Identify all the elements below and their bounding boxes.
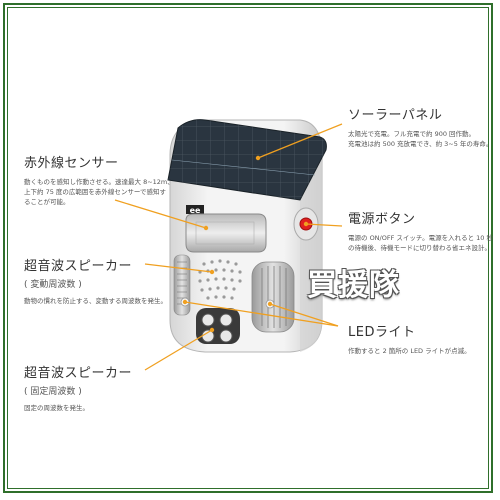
callout-desc: 電源の ON/OFF スイッチ。電源を入れると 10 秒 の待機後、待機モードに… — [348, 234, 493, 252]
infrared-sensor-window — [185, 213, 267, 253]
callout-ultrasonic-fixed: 超音波スピーカー ( 固定周波数 ) 固定の周波数を発生。 — [24, 362, 132, 413]
callout-infrared-sensor: 赤外線センサー 動くものを感知し作動させる。速達最大 8~12m、 上下約 75… — [24, 152, 174, 207]
callout-title: 赤外線センサー — [24, 156, 119, 171]
speaker-holes — [198, 259, 242, 300]
callout-desc: 作動すると 2 箇所の LED ライトが点滅。 — [348, 347, 471, 355]
outer-frame — [3, 3, 493, 493]
callout-desc: 固定の周波数を発生。 — [24, 404, 89, 412]
callout-desc: 動くものを感知し作動させる。速達最大 8~12m、 上下約 75 度の広範囲を赤… — [24, 178, 174, 206]
brand-logo — [186, 205, 204, 214]
device-side — [300, 150, 322, 352]
callout-desc: 動物の慣れを防止する、変動する周波数を発生。 — [24, 297, 167, 305]
watermark: 買援隊 — [307, 268, 400, 303]
callout-title: ソーラーパネル — [348, 108, 443, 123]
right-speaker-grille — [251, 261, 295, 333]
callout-lines — [114, 123, 343, 371]
callout-led-light: LEDライト 作動すると 2 箇所の LED ライトが点滅。 — [348, 321, 471, 356]
callout-title: 超音波スピーカー — [24, 259, 133, 274]
callout-solar-panel: ソーラーパネル 太陽光で充電。フル充電で約 900 回作動。 充電池は約 500… — [348, 104, 492, 149]
left-speaker-grille — [173, 254, 191, 316]
callout-title: 超音波スピーカー — [24, 366, 133, 381]
fixed-speaker-cluster — [196, 308, 240, 344]
callout-power-button: 電源ボタン 電源の ON/OFF スイッチ。電源を入れると 10 秒 の待機後、… — [348, 208, 493, 253]
callout-desc: 太陽光で充電。フル充電で約 900 回作動。 充電池は約 500 充放電でき、約… — [348, 130, 493, 148]
callout-ultrasonic-variable: 超音波スピーカー ( 変動周波数 ) 動物の慣れを防止する、変動する周波数を発生… — [24, 255, 167, 306]
brand-logo-text: ee — [190, 206, 201, 215]
callout-sub: ( 固定周波数 ) — [24, 387, 82, 397]
callout-title: 電源ボタン — [348, 212, 416, 227]
inner-frame — [7, 7, 489, 489]
callout-sub: ( 変動周波数 ) — [24, 280, 82, 290]
callout-title: LEDライト — [348, 325, 416, 340]
callout-dots — [182, 155, 309, 333]
